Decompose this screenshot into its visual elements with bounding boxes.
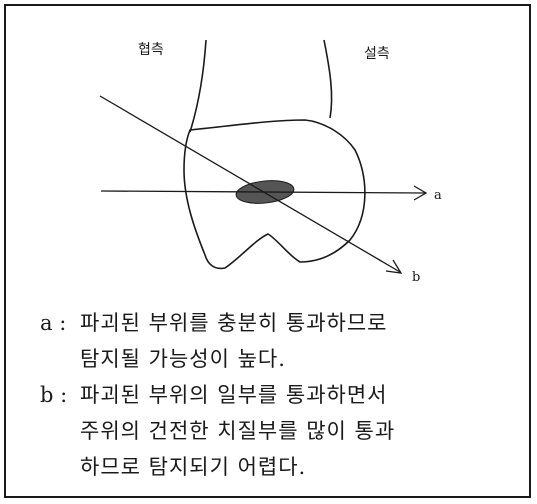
explanation-notes: a :파괴된 부위를 충분히 통과하므로 탐지될 가능성이 높다. b :파괴된… [40,313,520,493]
note-b-text-3: 하므로 탐지되기 어렵다. [80,455,306,479]
ray-b-label: b [412,270,420,285]
note-a-key: a : [40,313,80,334]
buccal-label: 협측 [138,42,164,58]
note-a-line-2: 탐지될 가능성이 높다. [40,349,520,385]
tooth-root-right [324,40,332,118]
tooth-root-left [190,40,206,132]
ray-a-label: a [434,188,442,203]
note-b-line-3: 하므로 탐지되기 어렵다. [40,457,520,493]
lingual-label: 설측 [364,46,390,62]
tooth-diagram: 협측 설측 a b [0,0,537,310]
note-b-text-2: 주위의 건전한 치질부를 많이 통과 [80,419,395,443]
note-a-line-1: a :파괴된 부위를 충분히 통과하므로 [40,313,520,349]
note-b-line-2: 주위의 건전한 치질부를 많이 통과 [40,421,520,457]
ray-b-line [100,96,400,272]
note-a-text-2: 탐지될 가능성이 높다. [80,347,286,371]
note-a-text-1: 파괴된 부위를 충분히 통과하므로 [80,311,388,335]
note-b-key: b : [40,385,80,406]
note-b-line-1: b :파괴된 부위의 일부를 통과하면서 [40,385,520,421]
note-b-text-1: 파괴된 부위의 일부를 통과하면서 [80,383,388,407]
